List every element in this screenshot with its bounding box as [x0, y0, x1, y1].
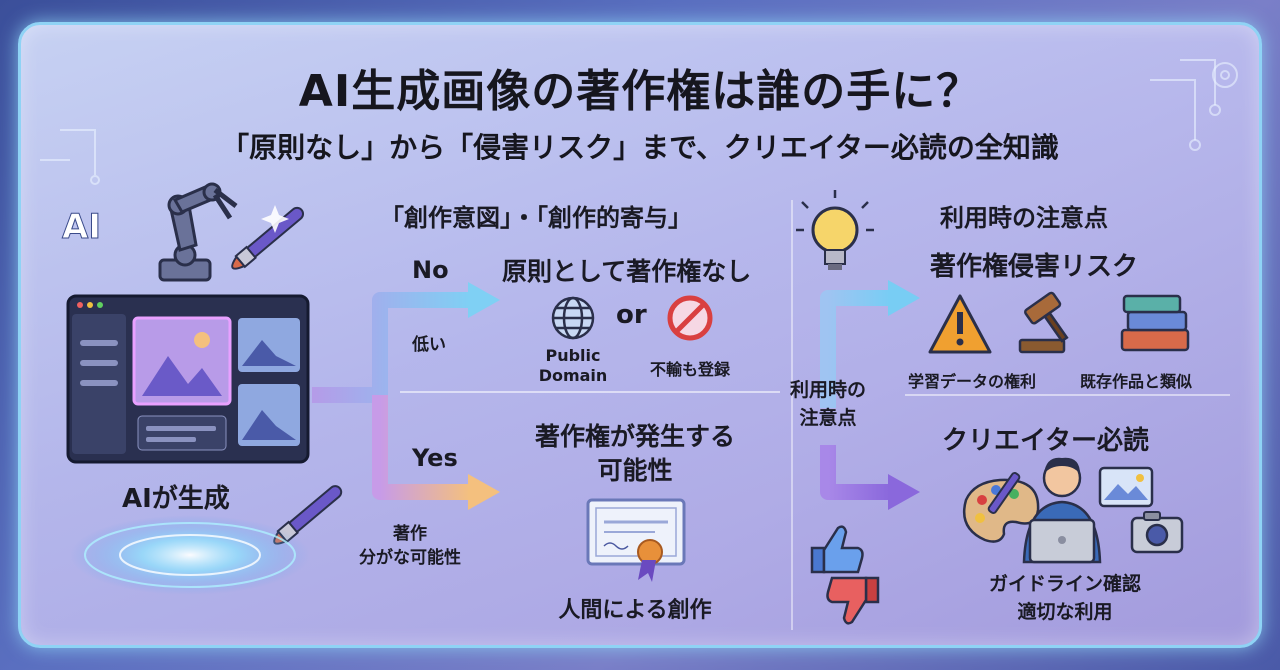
image-icon [1098, 466, 1154, 508]
public-domain-line2: Domain [538, 366, 608, 385]
similar-works-label: 既存作品と類似 [1080, 372, 1193, 391]
usage-notes-heading: 利用時の注意点 [940, 204, 1108, 232]
right-arrows [820, 280, 920, 510]
center-label-line2: 注意点 [799, 407, 857, 429]
sparkle-icon [261, 205, 289, 233]
yes-result-line1: 著作権が発生する [534, 422, 735, 451]
glowing-platform [70, 515, 310, 595]
svg-text:AI: AI [62, 207, 101, 247]
branch-arrows [312, 282, 500, 510]
warning-icon [928, 294, 992, 354]
infringement-risk-heading: 著作権侵害リスク [930, 252, 1139, 282]
public-domain-line1: Public [545, 346, 601, 365]
training-data-label: 学習データの権利 [908, 372, 1037, 391]
app-window-illustration [66, 294, 310, 464]
center-label-line1: 利用時の [789, 379, 866, 401]
paint-brush-icon [231, 206, 305, 270]
page-subtitle: 「原則なし」から「侵害リスク」まで、クリエイター必読の全知識 [221, 131, 1059, 164]
thumbs-down-icon [826, 576, 880, 625]
guideline-line2: 適切な利用 [1017, 601, 1113, 623]
creator-person-icon [1022, 457, 1102, 564]
creator-must-read-heading: クリエイター必読 [942, 426, 1149, 456]
page-title: AI生成画像の著作権は誰の手に？ [298, 66, 982, 117]
circuit-decoration [40, 59, 1238, 185]
guideline-label: ガイドライン確認 適切な利用 [960, 570, 1170, 626]
books-icon [1120, 294, 1190, 352]
guideline-line1: ガイドライン確認 [988, 573, 1141, 595]
camera-icon [1130, 511, 1184, 554]
globe-icon [551, 296, 595, 340]
palette-icon [962, 472, 1040, 543]
yes-sub-label: 著作 分がな可能性 [340, 522, 480, 570]
copyright-arises-result: 著作権が発生する 可能性 [500, 420, 770, 488]
human-creation-label: 人間による創作 [558, 598, 712, 623]
or-label: or [616, 300, 647, 330]
low-label: 低い [412, 335, 446, 355]
public-domain-label: Public Domain [523, 346, 623, 386]
yes-result-line2: 可能性 [597, 456, 673, 485]
lightbulb-icon [796, 190, 874, 270]
thumbs-up-icon [810, 525, 864, 574]
yes-label: Yes [412, 444, 458, 472]
gavel-icon [1018, 291, 1069, 354]
yes-sub-line1: 著作 [393, 524, 427, 544]
usage-notes-center-label: 利用時の 注意点 [768, 376, 888, 432]
yes-sub-line2: 分がな可能性 [359, 548, 461, 568]
prohibit-icon [667, 295, 713, 341]
no-label: No [412, 256, 449, 284]
robot-arm-icon [158, 182, 238, 282]
ai-generated-caption: AIが生成 [122, 484, 230, 514]
certificate-icon [586, 498, 686, 582]
no-registration-label: 不輸も登録 [649, 360, 730, 379]
no-copyright-result: 原則として著作権なし [502, 257, 752, 286]
criteria-heading: 「創作意図」・「創作的寄与」 [380, 204, 692, 232]
